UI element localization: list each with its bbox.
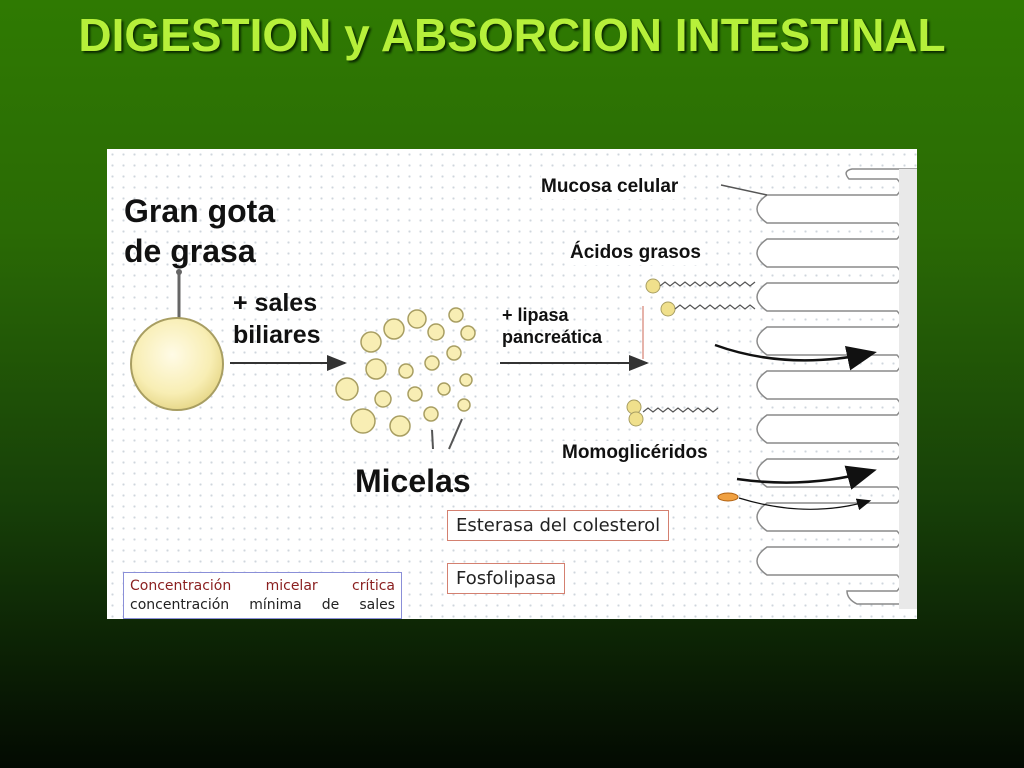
label-fat-drop-line1: Gran gota bbox=[124, 193, 276, 229]
cmc-word: concentración bbox=[130, 597, 230, 613]
label-fatty-acids: Ácidos grasos bbox=[570, 241, 701, 265]
cholesterol-ester bbox=[717, 492, 739, 502]
absorption-diagram: Gran gota de grasa + sales biliares Mice… bbox=[107, 149, 917, 619]
cmc-word: crítica bbox=[352, 578, 395, 594]
micelle-cluster bbox=[335, 307, 476, 437]
box-cholesterol-esterase: Esterasa del colesterol bbox=[447, 510, 670, 541]
cmc-word: mínima bbox=[249, 597, 302, 613]
monoglycerides bbox=[626, 399, 719, 427]
box-phospholipase: Fosfolipasa bbox=[447, 563, 566, 594]
absorption-arrow-1 bbox=[714, 343, 877, 371]
label-monoglycerides: Momoglicéridos bbox=[562, 441, 708, 465]
slide-title: DIGESTION y ABSORCION INTESTINAL bbox=[78, 9, 946, 61]
label-fat-drop: Gran gota de grasa bbox=[124, 191, 275, 271]
label-micelles: Micelas bbox=[355, 463, 471, 499]
absorption-arrow-2 bbox=[736, 465, 877, 490]
cmc-word: Concentración bbox=[130, 578, 232, 594]
label-bile-salts-line1: + sales bbox=[233, 289, 318, 317]
cmc-word: micelar bbox=[265, 578, 318, 594]
cmc-word: de bbox=[321, 597, 340, 613]
label-fat-drop-line2: de grasa bbox=[124, 233, 256, 269]
label-lipase-line1: + lipasa bbox=[502, 305, 569, 325]
label-bile-salts-line2: biliares bbox=[233, 321, 321, 349]
label-mucosa: Mucosa celular bbox=[541, 175, 679, 199]
cmc-line1: Concentración micelar crítica bbox=[130, 577, 395, 596]
label-lipase-line2: pancreática bbox=[502, 327, 603, 347]
cmc-line2: concentración mínima de sales bbox=[130, 596, 395, 615]
box-critical-micelle-concentration: Concentración micelar crítica concentrac… bbox=[123, 572, 402, 619]
fatty-acids bbox=[645, 278, 756, 317]
mucosa-villi bbox=[756, 168, 917, 605]
absorption-arrow-3 bbox=[738, 497, 872, 511]
large-fat-droplet bbox=[130, 317, 224, 411]
label-lipase: + lipasa pancreática bbox=[502, 304, 602, 348]
diagram-graphics bbox=[130, 168, 917, 609]
cmc-word: sales bbox=[359, 597, 395, 613]
label-bile-salts: + sales biliares bbox=[233, 287, 321, 351]
